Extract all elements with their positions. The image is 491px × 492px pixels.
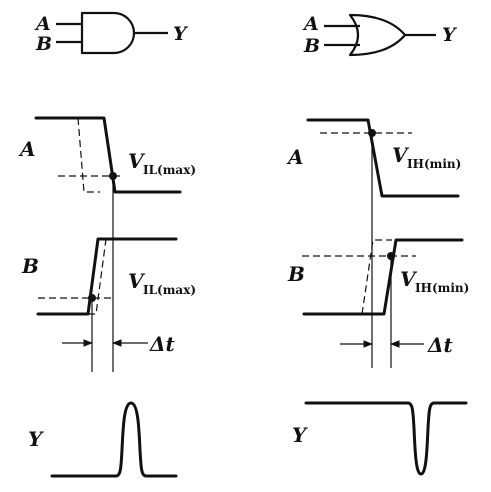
and-input-a-label: A — [34, 13, 51, 35]
right-wave-b-label: B — [287, 262, 305, 286]
left-b-threshold-sub: IL(max) — [143, 283, 196, 297]
and-output-y-label: Y — [173, 23, 189, 45]
left-wave-b — [36, 237, 178, 316]
or-output-y-label: Y — [442, 24, 458, 46]
left-delta-label: Δt — [149, 332, 176, 356]
and-input-b-label: B — [35, 33, 52, 55]
and-gate-symbol — [56, 11, 168, 55]
right-wave-a — [306, 118, 460, 198]
left-wave-a-skewed — [77, 117, 100, 193]
left-wave-b-skewed — [88, 238, 107, 315]
right-delta-label: Δt — [427, 333, 454, 357]
or-gate-symbol — [324, 13, 436, 57]
left-a-threshold-v: V — [128, 149, 146, 173]
right-wave-y — [304, 401, 468, 476]
right-b-threshold-v: V — [400, 267, 418, 291]
left-wave-y-label: Y — [28, 427, 44, 451]
right-wave-a-label: A — [286, 145, 304, 169]
or-input-b-label: B — [303, 35, 320, 57]
left-wave-b-label: B — [21, 254, 39, 278]
right-wave-b-skewed — [361, 239, 392, 315]
right-wave-y-label: Y — [292, 423, 308, 447]
right-wave-b — [302, 238, 464, 316]
left-a-threshold-sub: IL(max) — [143, 163, 196, 177]
right-b-threshold-sub: IH(min) — [415, 281, 469, 295]
or-input-a-label: A — [302, 13, 319, 35]
left-wave-a-label: A — [18, 137, 36, 161]
left-wave-a — [34, 116, 182, 194]
left-wave-y — [50, 401, 178, 478]
left-b-threshold-v: V — [128, 269, 146, 293]
right-a-threshold-sub: IH(min) — [407, 157, 461, 171]
right-a-threshold-v: V — [392, 143, 410, 167]
